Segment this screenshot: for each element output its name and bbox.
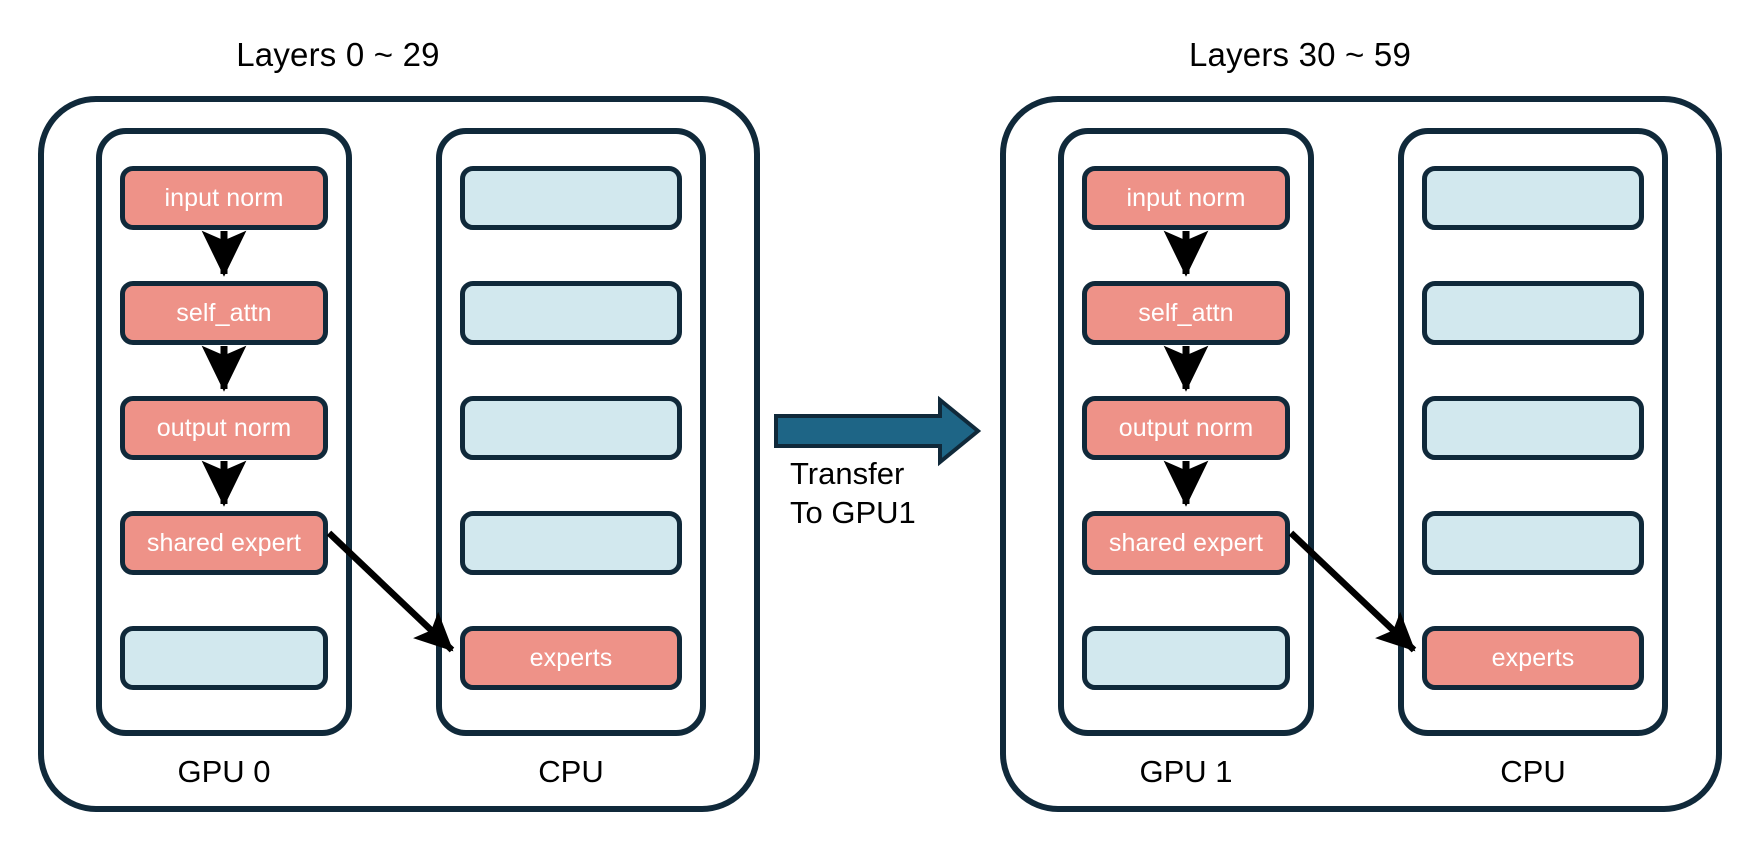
block-expert-slot-3-cpu0[interactable] — [460, 511, 682, 575]
block-expert-slot-1-cpu0[interactable] — [460, 281, 682, 345]
group-0-title: Layers 0 ~ 29 — [236, 36, 440, 73]
column-label-cpu-0: CPU — [538, 754, 604, 789]
block-input-norm-gpu1[interactable]: input norm — [1082, 166, 1290, 230]
block-placeholder-gpu0[interactable] — [120, 626, 328, 690]
group-1-title: Layers 30 ~ 59 — [1188, 36, 1412, 73]
block-shared-expert-gpu0[interactable]: shared expert — [120, 511, 328, 575]
transfer-label-line2: To GPU1 — [790, 494, 916, 530]
block-output-norm-gpu0[interactable]: output norm — [120, 396, 328, 460]
block-expert-slot-3-cpu1[interactable] — [1422, 511, 1644, 575]
transfer-label: Transfer To GPU1 — [790, 455, 916, 533]
block-output-norm-gpu1[interactable]: output norm — [1082, 396, 1290, 460]
block-expert-slot-2-cpu1[interactable] — [1422, 396, 1644, 460]
block-expert-slot-0-cpu0[interactable] — [460, 166, 682, 230]
block-input-norm-gpu0[interactable]: input norm — [120, 166, 328, 230]
transfer-label-line1: Transfer — [790, 456, 905, 491]
block-experts-cpu0[interactable]: experts — [460, 626, 682, 690]
block-expert-slot-1-cpu1[interactable] — [1422, 281, 1644, 345]
column-label-gpu-0: GPU 0 — [177, 754, 271, 789]
transfer-arrow — [774, 395, 982, 467]
block-expert-slot-0-cpu1[interactable] — [1422, 166, 1644, 230]
block-self-attn-gpu0[interactable]: self_attn — [120, 281, 328, 345]
block-self-attn-gpu1[interactable]: self_attn — [1082, 281, 1290, 345]
block-experts-cpu1[interactable]: experts — [1422, 626, 1644, 690]
column-label-cpu-1: CPU — [1500, 754, 1566, 789]
block-placeholder-gpu1[interactable] — [1082, 626, 1290, 690]
block-shared-expert-gpu1[interactable]: shared expert — [1082, 511, 1290, 575]
column-label-gpu-1: GPU 1 — [1139, 754, 1233, 789]
block-expert-slot-2-cpu0[interactable] — [460, 396, 682, 460]
